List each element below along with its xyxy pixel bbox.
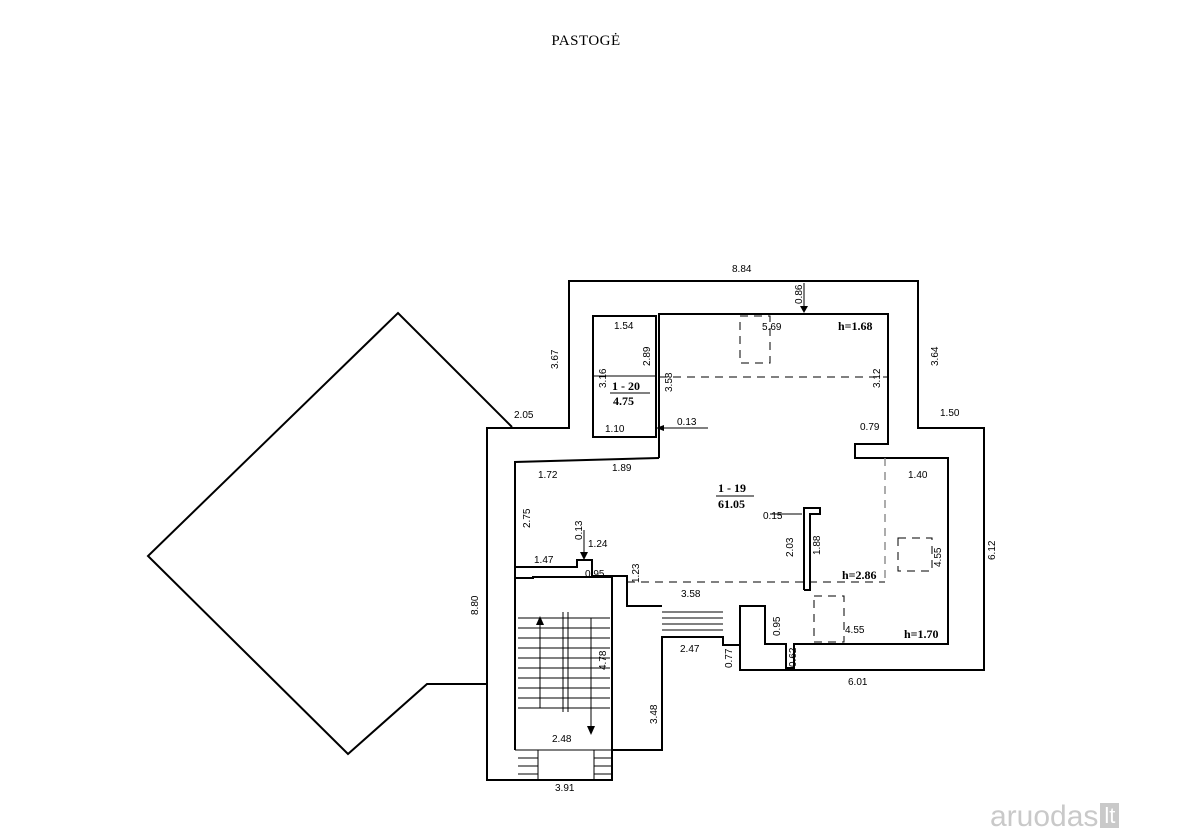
dim-right-total: 6.12 — [987, 540, 998, 560]
height-label-top: h=1.68 — [838, 319, 873, 333]
outer-wall — [486, 280, 985, 781]
dim-stair-top: 1.24 — [588, 539, 608, 550]
dim-small-room-bottom: 1.10 — [605, 424, 625, 435]
dim-inner-top-width: 5.69 — [762, 322, 782, 333]
dim-lower-step: 0.77 — [724, 648, 735, 668]
entry-steps — [518, 750, 612, 780]
dim-step-left: 2.05 — [514, 410, 534, 421]
dim-stair-side: 3.48 — [649, 704, 660, 724]
inner-wall-main — [658, 313, 949, 669]
room-20-id: 1 - 20 — [612, 379, 640, 393]
dim-pillar-h1: 2.03 — [785, 537, 796, 557]
dim-lower-room-w: 4.55 — [845, 625, 865, 636]
dim-bottom-stair-width: 3.91 — [555, 783, 575, 794]
dim-small-room-side: 3.16 — [598, 368, 609, 388]
dim-chimney-thin: 0.13 — [574, 520, 585, 540]
dashed-window-right — [897, 537, 933, 572]
dashed-window-bottom — [813, 595, 845, 643]
dim-bottom-mid: 3.58 — [681, 589, 701, 600]
dim-corridor: 2.47 — [680, 644, 700, 655]
dim-right-notch: 1.40 — [908, 470, 928, 481]
dim-left-total: 8.80 — [470, 595, 481, 615]
page-title: PASTOGĖ — [551, 33, 621, 49]
dim-left-wall-top2: 1.89 — [612, 463, 632, 474]
dim-left-upper: 3.67 — [550, 349, 561, 369]
room-20-area: 4.75 — [613, 394, 634, 408]
height-label-mid: h=2.86 — [842, 568, 877, 582]
watermark-suffix: lt — [1100, 803, 1120, 828]
dim-left-wall-side: 2.75 — [522, 508, 533, 528]
dim-stair-left: 1.47 — [534, 555, 554, 566]
dim-stair-notch: 0.95 — [585, 569, 605, 580]
dim-small-room-height: 2.89 — [642, 346, 653, 366]
room-19-area: 61.05 — [718, 497, 745, 511]
room-19-id: 1 - 19 — [718, 481, 746, 495]
dim-step-right: 1.50 — [940, 408, 960, 419]
dim-pillar-h2: 1.88 — [812, 535, 823, 555]
dim-stair-height: 4.78 — [598, 650, 609, 670]
chimney — [803, 507, 821, 591]
dim-stair-notch-side: 1.23 — [631, 563, 642, 583]
dim-stair-bottom: 2.48 — [552, 734, 572, 745]
dim-lower-notch: 0.62 — [788, 647, 799, 667]
dim-small-room-width: 1.54 — [614, 321, 634, 332]
dim-inner-right-height: 3.12 — [872, 368, 883, 388]
arrow-head-left — [656, 425, 664, 431]
small-room-wall — [592, 315, 657, 438]
dim-right-room-h: 4.55 — [933, 547, 944, 567]
dim-inner-left-height: 3.58 — [664, 372, 675, 392]
watermark-text: aruodas — [990, 800, 1099, 833]
corridor-steps — [662, 611, 723, 631]
roof-outline — [146, 311, 513, 756]
dim-right-upper: 3.64 — [930, 346, 941, 366]
dim-bottom-right: 6.01 — [848, 677, 868, 688]
arrow-head-top — [800, 306, 808, 313]
dim-pillar-w: 0.15 — [763, 511, 783, 522]
dim-lower-step2: 0.95 — [772, 616, 783, 636]
dim-left-wall-top: 1.72 — [538, 470, 558, 481]
arrow-head-down — [580, 552, 588, 560]
dim-top-width: 8.84 — [732, 264, 752, 275]
dim-wall-thin: 0.13 — [677, 417, 697, 428]
dim-top-inner: 0.86 — [794, 284, 805, 304]
dashed-window-top — [739, 315, 771, 364]
dim-inner-notch: 0.79 — [860, 422, 880, 433]
stair-outline — [514, 567, 613, 750]
staircase — [518, 612, 610, 735]
height-label-bottom: h=1.70 — [904, 627, 939, 641]
